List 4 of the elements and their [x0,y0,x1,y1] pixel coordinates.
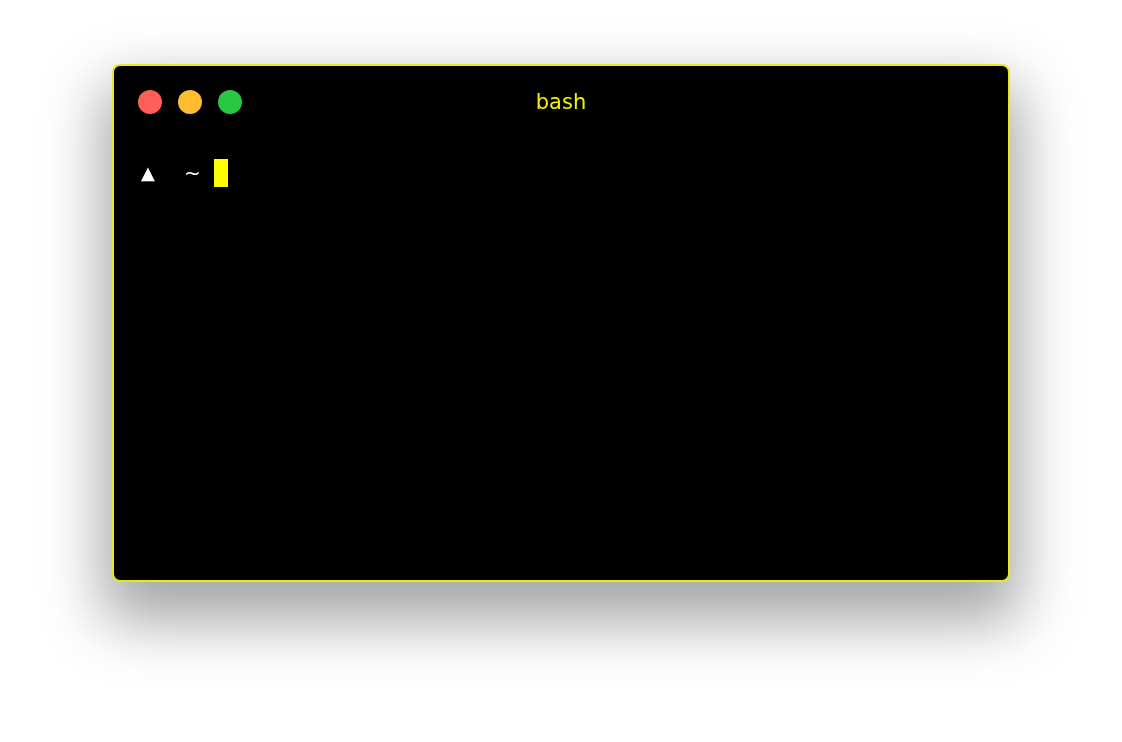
prompt-path: ~ [184,162,201,184]
window-title: bash [535,89,587,115]
prompt-symbol: ▲ [141,162,155,184]
terminal-window [112,64,1010,582]
